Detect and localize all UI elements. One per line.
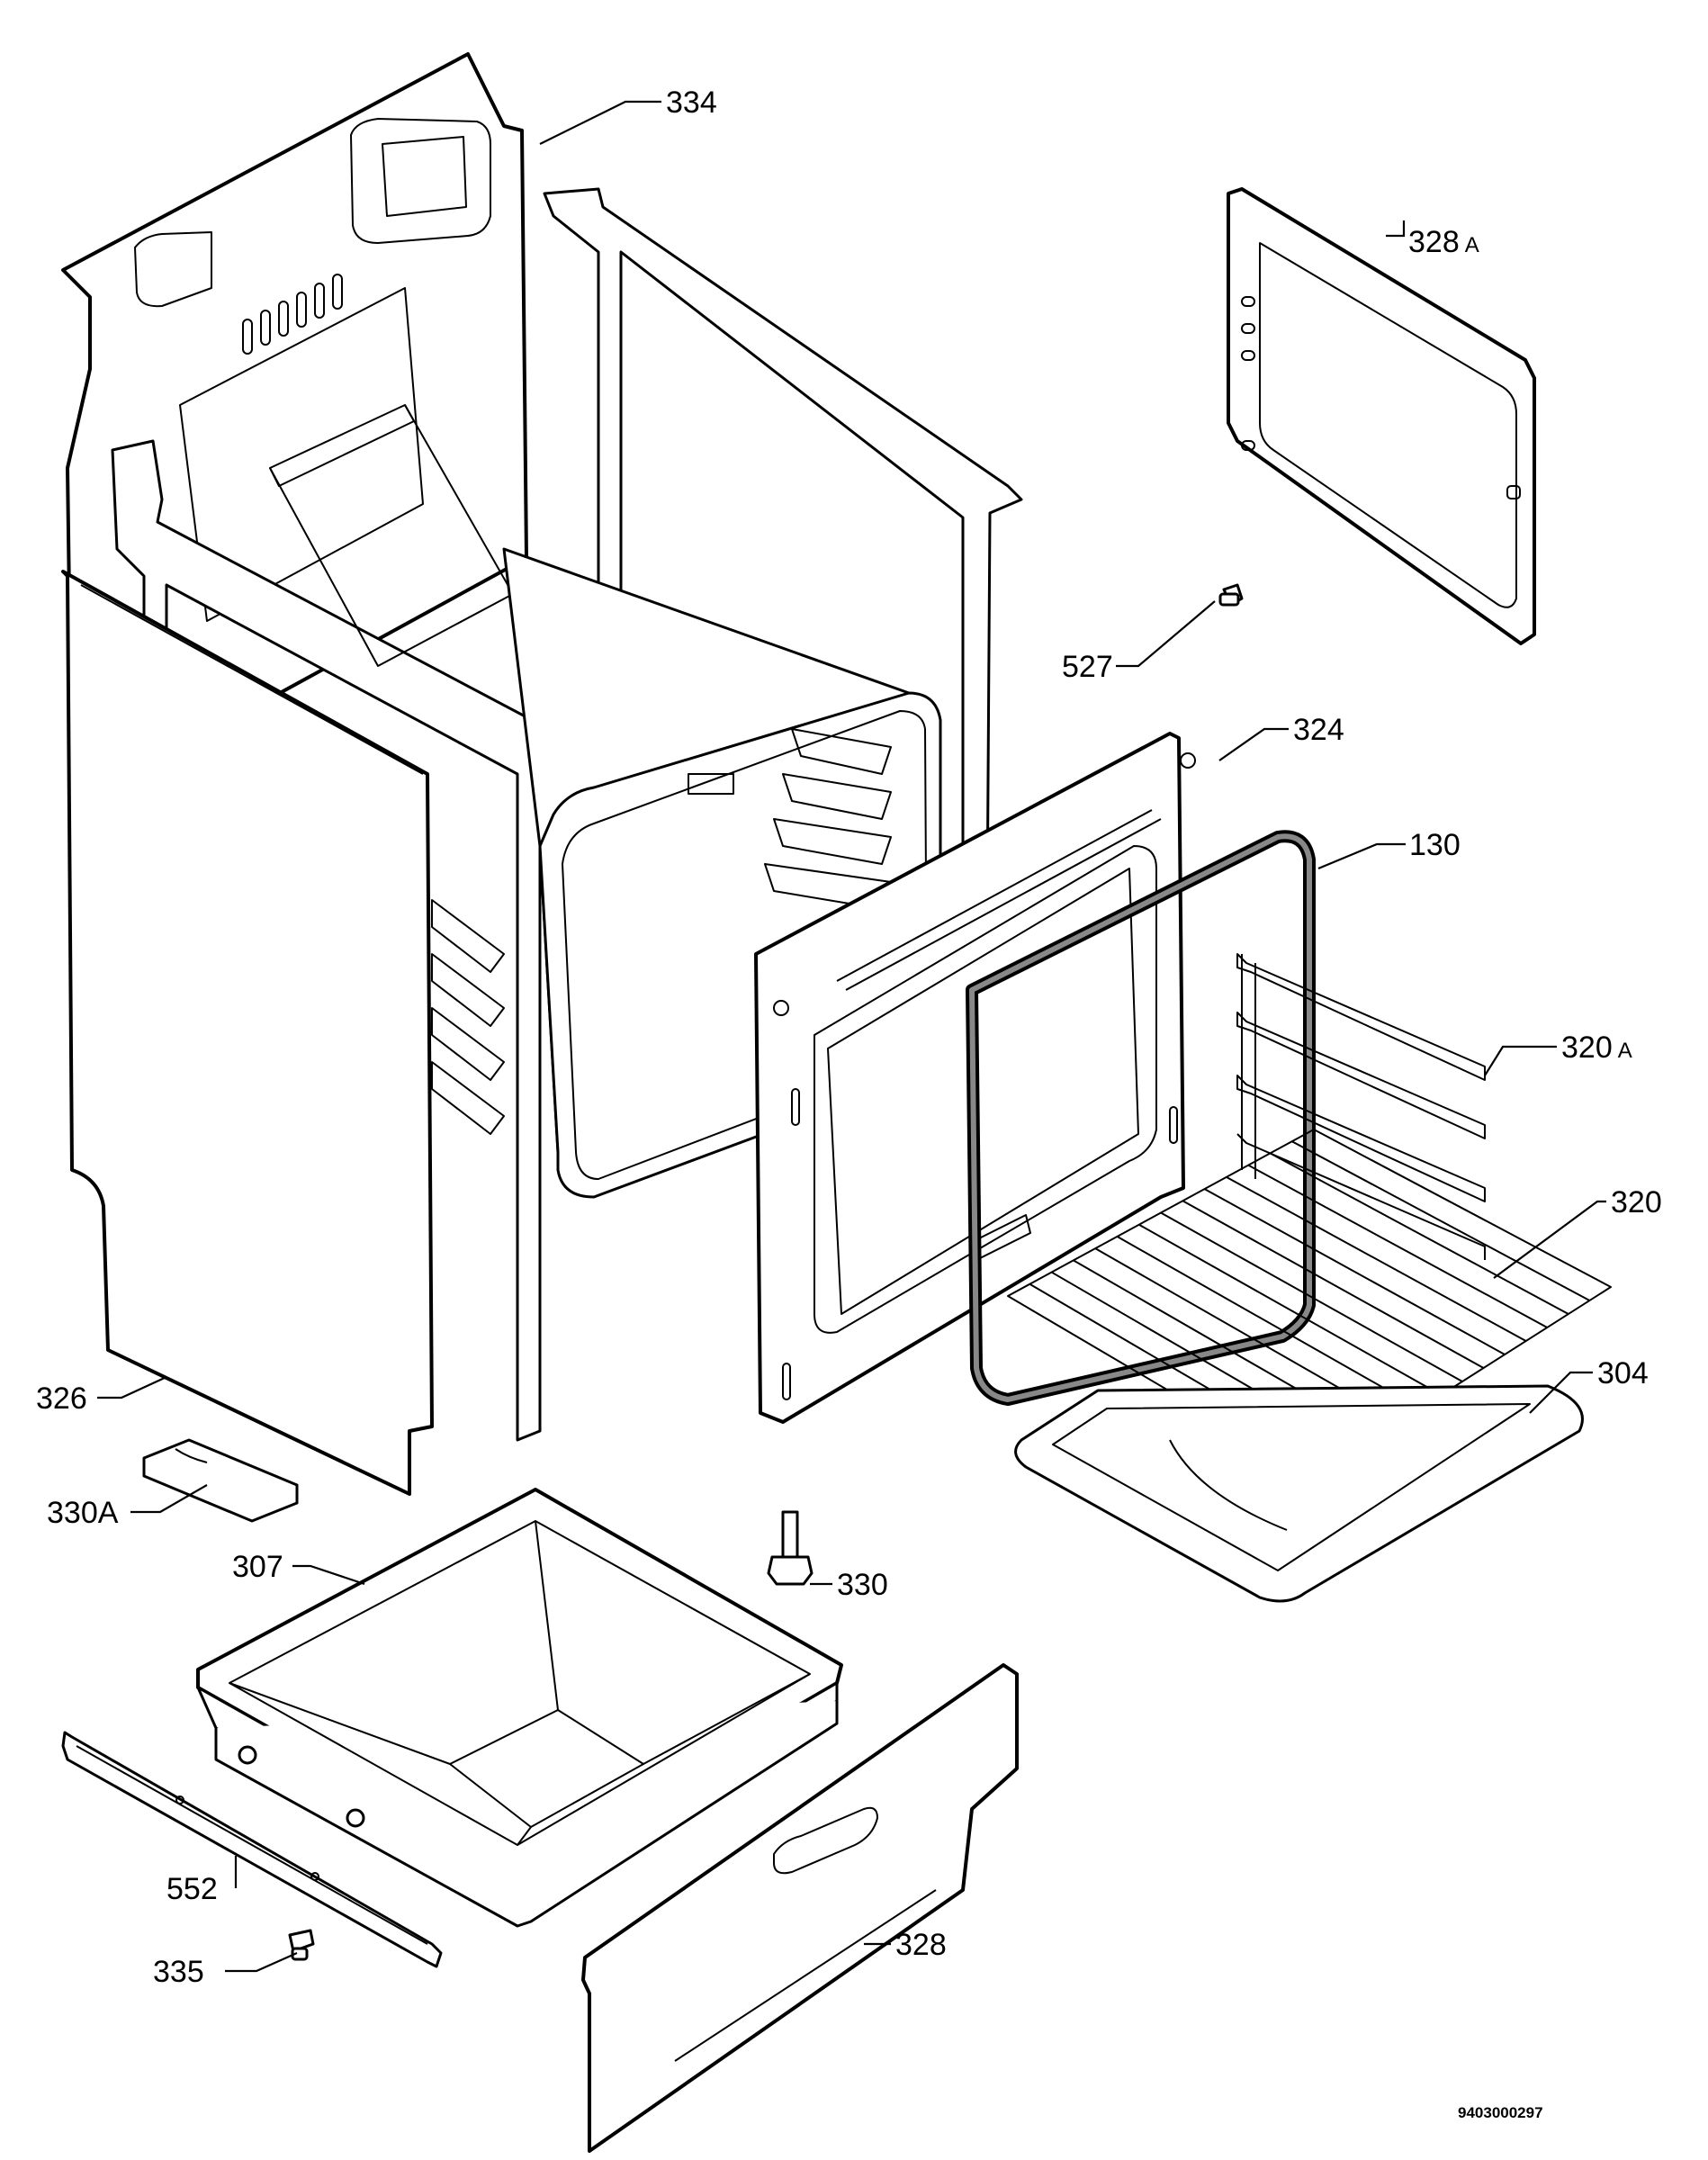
part-326-side-panel <box>61 570 434 1496</box>
part-130-door-seal <box>966 830 1316 1406</box>
label-320: 320 <box>1611 1185 1662 1220</box>
label-307: 307 <box>232 1550 283 1584</box>
shelf-wire <box>1204 1188 1506 1355</box>
part-527-screw <box>1218 583 1244 607</box>
label-330a: 330A <box>47 1496 119 1530</box>
shelf-wire <box>1247 1164 1548 1328</box>
label-552: 552 <box>166 1872 218 1906</box>
part-320a-shelf-runners <box>1236 953 1486 1260</box>
part-320-wire-shelf <box>1007 1129 1612 1477</box>
label-324: 324 <box>1293 713 1344 747</box>
label-328: 328 <box>895 1928 947 1962</box>
leader-lines <box>97 100 1606 1973</box>
label-527: 527 <box>1062 650 1113 684</box>
part-335-screw <box>288 1929 315 1961</box>
label-326: 326 <box>36 1382 87 1416</box>
part-328-drawer-front <box>581 1663 1019 2153</box>
part-330a-bracket <box>142 1438 299 1523</box>
label-130: 130 <box>1409 828 1461 862</box>
part-304-baking-tray <box>1014 1384 1584 1603</box>
label-334: 334 <box>666 86 717 120</box>
label-330: 330 <box>837 1568 888 1602</box>
shelf-wire <box>1160 1211 1463 1382</box>
part-552-runner-rail <box>61 1731 443 1968</box>
shelf-wire <box>1291 1140 1590 1301</box>
shelf-wire <box>1182 1200 1485 1369</box>
shelf-wire <box>1226 1175 1527 1342</box>
label-335: 335 <box>153 1955 204 1989</box>
part-307-drawer-box <box>196 1488 843 1928</box>
shelf-wire <box>1116 1236 1421 1409</box>
part-328a-door-glass <box>1227 187 1536 645</box>
part-330-bolt <box>767 1510 814 1586</box>
label-304: 304 <box>1597 1356 1649 1390</box>
shelf-wire <box>1269 1152 1569 1315</box>
drawing-code: 9403000297 <box>1458 2104 1543 2121</box>
shelf-wire <box>1138 1223 1442 1396</box>
